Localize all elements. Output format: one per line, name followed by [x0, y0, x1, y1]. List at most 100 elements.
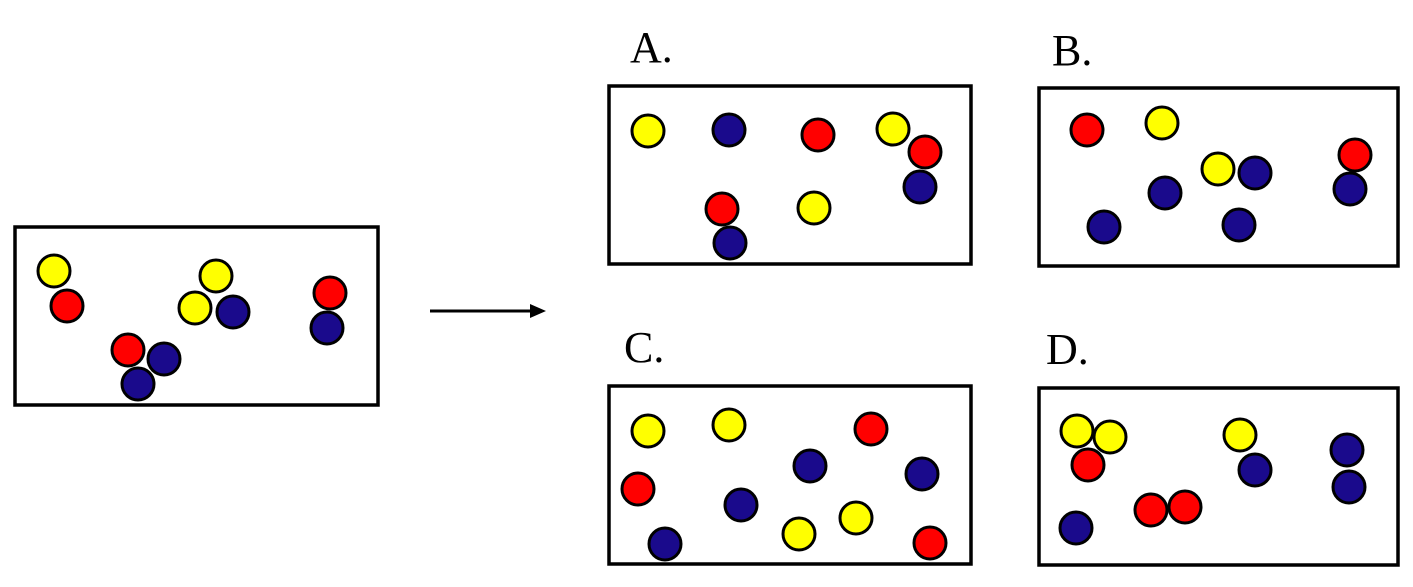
- molecule: [1058, 510, 1094, 546]
- molecule: [792, 448, 828, 484]
- molecule: [1147, 175, 1183, 211]
- blue-atom: [711, 112, 747, 148]
- yellow-atom: [1200, 151, 1236, 187]
- red-atom: [907, 134, 943, 170]
- red-atom: [110, 332, 146, 368]
- molecule: [723, 487, 759, 523]
- option-a-molecules: [630, 111, 943, 261]
- yellow-atom: [711, 407, 747, 443]
- yellow-atom: [875, 111, 911, 147]
- yellow-atom: [177, 290, 213, 326]
- molecule: [1221, 207, 1257, 243]
- yellow-atom: [1092, 419, 1128, 455]
- blue-atom: [647, 526, 683, 562]
- molecule: [630, 113, 666, 149]
- blue-atom: [902, 169, 938, 205]
- blue-atom: [1237, 452, 1273, 488]
- yellow-atom: [630, 113, 666, 149]
- molecule: [1133, 489, 1203, 528]
- yellow-atom: [838, 500, 874, 536]
- option-c-molecules: [620, 407, 948, 562]
- option-c-box: [607, 384, 973, 566]
- yellow-atom: [36, 253, 72, 289]
- molecule: [781, 516, 817, 552]
- molecule: [711, 407, 747, 443]
- yellow-atom: [198, 258, 234, 294]
- arrow-head-icon: [530, 304, 546, 318]
- blue-atom: [1147, 175, 1183, 211]
- yellow-atom: [796, 190, 832, 226]
- blue-atom: [146, 341, 182, 377]
- blue-atom: [712, 225, 748, 261]
- option-a-box: [607, 84, 973, 266]
- molecule: [912, 525, 948, 561]
- red-atom: [1337, 137, 1373, 173]
- blue-atom: [1221, 207, 1257, 243]
- option-b-box: [1037, 86, 1400, 268]
- reactant-molecules: [36, 253, 348, 402]
- reactant-panel: [13, 225, 380, 407]
- blue-atom: [1086, 209, 1122, 245]
- red-atom: [704, 191, 740, 227]
- molecule: [630, 413, 666, 449]
- yellow-atom: [781, 516, 817, 552]
- option-d-label: D.: [1046, 325, 1089, 374]
- molecule: [177, 258, 251, 330]
- blue-atom: [792, 448, 828, 484]
- yellow-atom: [1059, 413, 1095, 449]
- blue-atom: [1331, 469, 1367, 505]
- molecule: [110, 332, 182, 402]
- molecule: [309, 275, 348, 346]
- molecule: [711, 112, 747, 148]
- option-d-panel: D.: [1037, 325, 1400, 567]
- red-atom: [1069, 112, 1105, 148]
- red-atom: [49, 288, 85, 324]
- molecule: [838, 500, 874, 536]
- red-atom: [800, 117, 836, 153]
- molecule: [853, 411, 889, 447]
- blue-atom: [904, 456, 940, 492]
- option-d-molecules: [1058, 413, 1367, 546]
- blue-atom: [309, 310, 345, 346]
- option-b-molecules: [1069, 105, 1373, 245]
- molecule: [1200, 151, 1273, 191]
- red-atom: [1167, 489, 1203, 525]
- reaction-arrow: [430, 304, 546, 318]
- blue-atom: [215, 294, 251, 330]
- option-a-label: A.: [630, 23, 673, 72]
- yellow-atom: [1144, 105, 1180, 141]
- molecule: [796, 190, 832, 226]
- molecule: [1144, 105, 1180, 141]
- yellow-atom: [630, 413, 666, 449]
- option-d-box: [1037, 386, 1400, 567]
- option-b-panel: B.: [1037, 26, 1400, 268]
- option-a-panel: A.: [607, 23, 973, 266]
- molecule: [36, 253, 85, 324]
- yellow-atom: [1222, 417, 1258, 453]
- red-atom: [1070, 447, 1106, 483]
- molecule: [1086, 209, 1122, 245]
- option-c-label: C.: [624, 323, 664, 372]
- molecule: [1332, 137, 1373, 207]
- red-atom: [853, 411, 889, 447]
- blue-atom: [1237, 155, 1273, 191]
- option-c-panel: C.: [607, 323, 973, 566]
- molecule: [1069, 112, 1105, 148]
- blue-atom: [1329, 432, 1365, 468]
- molecule: [904, 456, 940, 492]
- molecule: [704, 191, 748, 261]
- molecule: [875, 111, 943, 205]
- blue-atom: [120, 366, 156, 402]
- red-atom: [312, 275, 348, 311]
- molecule: [647, 526, 683, 562]
- red-atom: [1133, 492, 1169, 528]
- molecule: [1222, 417, 1273, 488]
- molecule: [1059, 413, 1128, 483]
- red-atom: [912, 525, 948, 561]
- blue-atom: [723, 487, 759, 523]
- red-atom: [620, 471, 656, 507]
- option-b-label: B.: [1052, 26, 1092, 75]
- reactant-box: [13, 225, 380, 407]
- molecule: [620, 471, 656, 507]
